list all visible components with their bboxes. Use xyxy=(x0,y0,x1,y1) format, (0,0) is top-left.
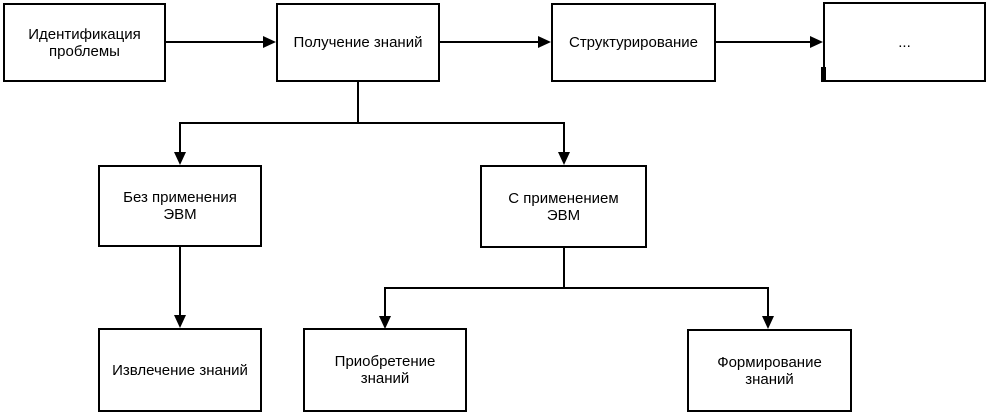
node-knowledge-formation: Формирование знаний xyxy=(687,329,852,412)
arrowhead-to-without-computer xyxy=(174,152,186,165)
node-with-computer: С применением ЭВМ xyxy=(480,165,647,248)
connector-with-computer-stem xyxy=(563,248,565,289)
connector-to-with-computer xyxy=(563,122,565,153)
connector-branch-rail-bottom xyxy=(384,287,769,289)
ellipsis-box-corner-tick xyxy=(821,67,826,82)
connector-identify-to-obtain xyxy=(166,41,265,43)
connector-obtain-to-structuring xyxy=(440,41,540,43)
connector-to-without-computer xyxy=(179,122,181,153)
connector-to-knowledge-acquisition xyxy=(384,287,386,317)
node-ellipsis: ... xyxy=(823,2,986,82)
node-obtain-knowledge: Получение знаний xyxy=(276,3,440,82)
arrowhead-identify-to-obtain xyxy=(263,36,276,48)
node-knowledge-acquisition: Приобретение знаний xyxy=(303,328,467,412)
connector-obtain-stem xyxy=(357,82,359,124)
node-without-computer: Без применения ЭВМ xyxy=(98,165,262,247)
arrowhead-obtain-to-structuring xyxy=(538,36,551,48)
node-structuring: Структурирование xyxy=(551,3,716,82)
arrowhead-to-knowledge-formation xyxy=(762,316,774,329)
connector-branch-rail-top xyxy=(179,122,565,124)
node-identify-problem: Идентификация проблемы xyxy=(3,3,166,82)
arrowhead-to-with-computer xyxy=(558,152,570,165)
arrowhead-to-knowledge-extraction xyxy=(174,315,186,328)
arrowhead-to-knowledge-acquisition xyxy=(379,316,391,329)
connector-to-knowledge-formation xyxy=(767,287,769,317)
connector-structuring-to-ellipsis xyxy=(716,41,812,43)
connector-to-knowledge-extraction xyxy=(179,247,181,316)
node-knowledge-extraction: Извлечение знаний xyxy=(98,328,262,412)
arrowhead-structuring-to-ellipsis xyxy=(810,36,823,48)
